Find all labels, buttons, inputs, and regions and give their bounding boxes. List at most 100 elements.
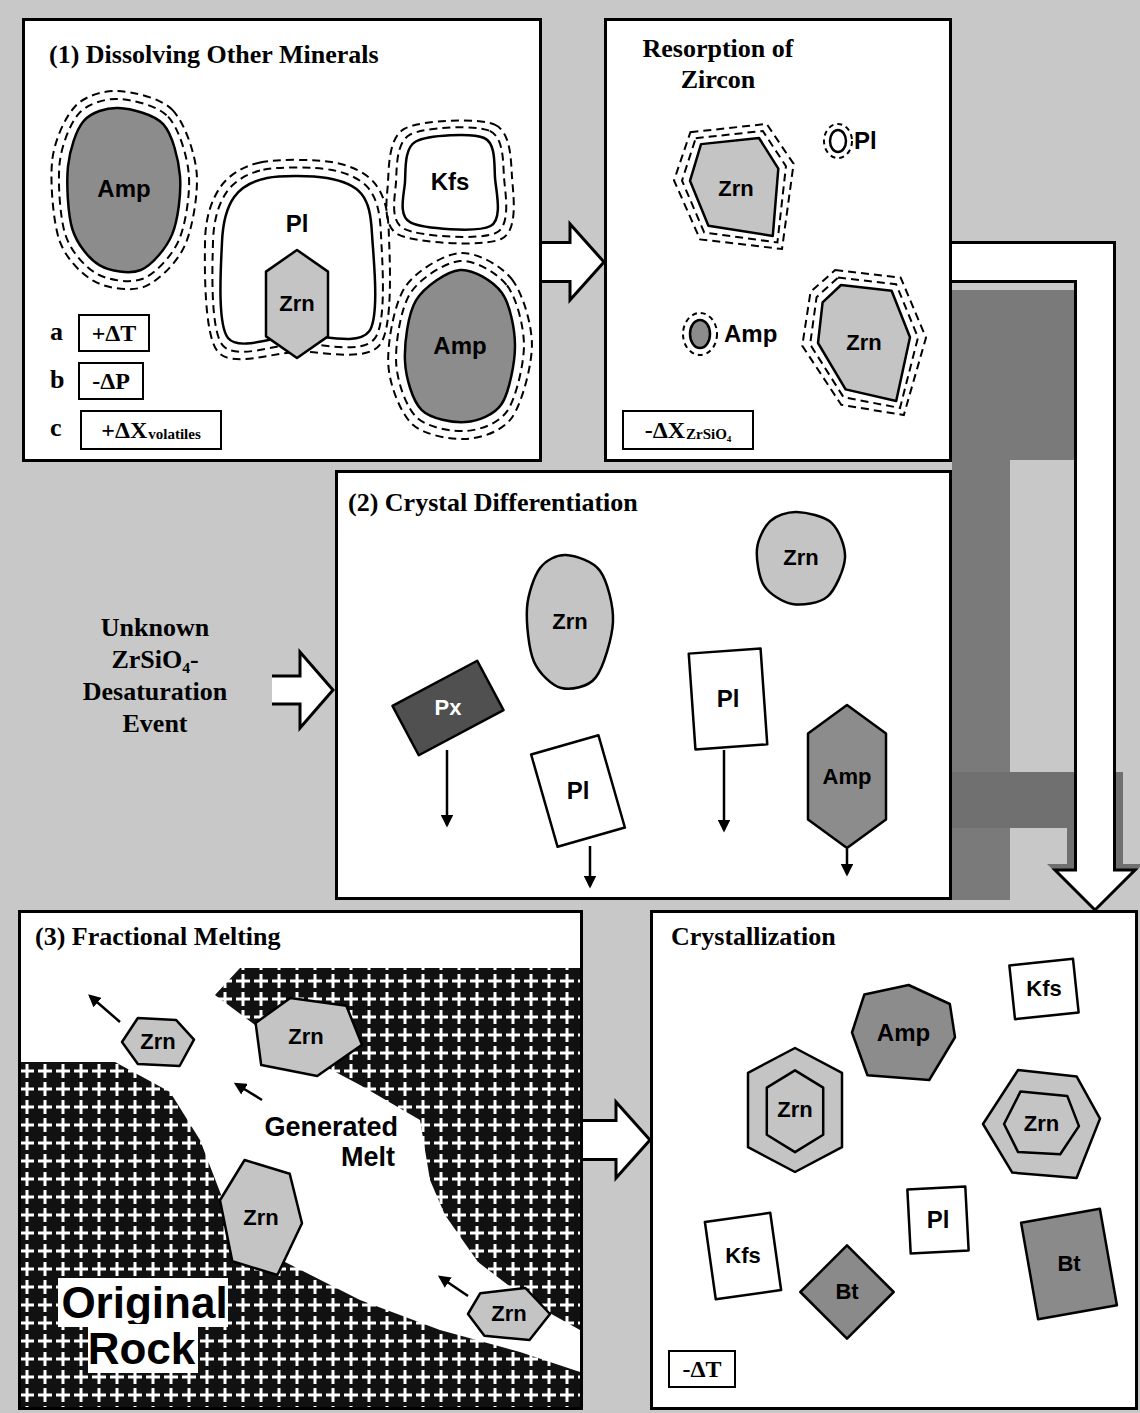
mineral-label: Zrn <box>288 1026 323 1048</box>
settling-arrow <box>846 849 849 874</box>
biotite-crystal: Bt <box>800 1245 894 1339</box>
dissolution-halo <box>396 261 524 431</box>
mineral-label: Pl <box>854 129 877 153</box>
mineral-label: Pl <box>717 687 740 711</box>
panel-ground <box>18 910 583 1410</box>
grain-outline <box>266 250 328 358</box>
dissolution-halo <box>824 124 852 158</box>
grain-outline <box>800 1245 893 1338</box>
dissolution-halo <box>810 278 918 408</box>
grain-outline <box>748 1048 842 1172</box>
mineral-label: Bt <box>1057 1253 1080 1275</box>
mineral-label: Pl <box>567 779 590 803</box>
biotite-crystal: Bt <box>1021 1208 1117 1320</box>
panel-ground <box>604 18 952 462</box>
grain-outline <box>405 270 515 422</box>
pyroxene-crystal: Px <box>392 660 504 756</box>
process-panel: (3) Fractional MeltingZrnZrnZrnZrnGenera… <box>18 910 583 1410</box>
mineral-label: Zrn <box>846 332 881 354</box>
condition-text: -ΔX <box>645 418 685 442</box>
rock-body <box>21 1062 580 1407</box>
grain-outline <box>392 661 503 756</box>
grain-outline <box>220 1160 302 1275</box>
zircon-grain: Zrn <box>266 250 328 358</box>
merge-band <box>952 800 1095 864</box>
event-arrow <box>272 652 333 728</box>
grain-outline <box>122 1018 194 1066</box>
grain-outline <box>403 135 498 230</box>
mineral-label: Zrn <box>552 611 587 633</box>
settling-arrow <box>446 750 449 825</box>
mineral-label: Zrn <box>777 1099 812 1121</box>
zoned-zircon: Zrn <box>748 1048 842 1172</box>
grain-outline <box>1021 1209 1117 1319</box>
amphibole-crystal: Amp <box>852 985 955 1080</box>
condition-box: +ΔXvolatiles <box>80 410 222 450</box>
grain-outline <box>830 130 846 152</box>
condition-text: -ΔP <box>92 369 130 393</box>
grain-outline <box>1009 959 1078 1019</box>
condition-letter: a <box>50 317 63 346</box>
mineral-label: Amp <box>97 177 150 201</box>
amphibole-grain: Amp <box>68 108 180 270</box>
arrow-body <box>542 244 573 280</box>
label-slot: Original Rock <box>36 1280 250 1372</box>
process-arrow <box>952 262 1135 910</box>
grain-outline <box>852 985 955 1080</box>
condition-letter: b <box>50 365 64 394</box>
condition-text: -ΔT <box>682 1357 721 1381</box>
mineral-label: Px <box>435 697 462 719</box>
condition-box: -ΔT <box>668 1350 736 1388</box>
process-panel: CrystallizationKfsAmpZrnZrnPlKfsBtBt-ΔT <box>650 910 1138 1410</box>
mineral-label: Pl <box>927 1208 950 1232</box>
dissolution-halo <box>205 160 390 359</box>
condition-text: +ΔX <box>101 418 147 442</box>
melt-label: Generated Melt <box>261 1112 398 1172</box>
dissolution-halo <box>388 253 532 439</box>
mineral-label: Zrn <box>783 547 818 569</box>
condition-letter: c <box>50 413 62 442</box>
grain-outline <box>690 138 778 236</box>
event-label: Unknown ZrSiO₄-Desaturation Event <box>83 613 227 738</box>
plagioclase-grain: PlZrn <box>222 178 372 338</box>
mineral-label: Amp <box>724 322 777 346</box>
panel-heading: (2) Crystal Differentiation <box>348 487 848 518</box>
dissolution-halo <box>682 131 786 242</box>
zircon-grain: Zrn <box>220 1160 302 1275</box>
dissolution-halo <box>394 127 506 237</box>
amphibole-remnant: Amp <box>686 314 806 354</box>
mineral-label: Bt <box>835 1281 858 1303</box>
plagioclase-crystal: Pl <box>906 1185 970 1255</box>
panel-heading: Crystallization <box>671 921 971 952</box>
arrow-outline <box>952 262 1095 870</box>
mineral-label: Zrn <box>140 1031 175 1053</box>
condition-box: -ΔP <box>78 362 144 400</box>
amphibole-crystal: Amp <box>808 705 886 848</box>
grain-outline <box>689 649 768 750</box>
k-feldspar-crystal: Kfs <box>1009 958 1079 1020</box>
arrow-body <box>952 262 1095 873</box>
process-arrow <box>583 1102 650 1178</box>
panel-ground <box>335 470 952 900</box>
panel-heading: (1) Dissolving Other Minerals <box>49 39 529 70</box>
plagioclase-remnant: Pl <box>826 124 893 158</box>
rock-label: Original Rock <box>58 1278 227 1373</box>
dissolution-halo <box>674 124 794 249</box>
condition-box: +ΔT <box>78 314 151 352</box>
zircon-grain: Zrn <box>757 512 845 604</box>
mineral-label: Kfs <box>431 170 470 194</box>
grain-outline <box>256 998 362 1076</box>
zoned-zircon: Zrn <box>983 1070 1100 1178</box>
zircon-grain: Zrn <box>468 1288 550 1340</box>
motion-arrows <box>90 750 847 1296</box>
dissolution-halo <box>683 313 717 355</box>
grain-outline <box>67 108 180 272</box>
mineral-label: Kfs <box>725 1245 760 1267</box>
arrow-head <box>616 1102 650 1178</box>
process-panel: (2) Crystal DifferentiationZrnZrnPxPlPlA… <box>335 470 952 900</box>
plagioclase-crystal: Pl <box>530 735 626 847</box>
grain-outline <box>527 555 613 689</box>
grain-outline <box>705 1213 781 1299</box>
